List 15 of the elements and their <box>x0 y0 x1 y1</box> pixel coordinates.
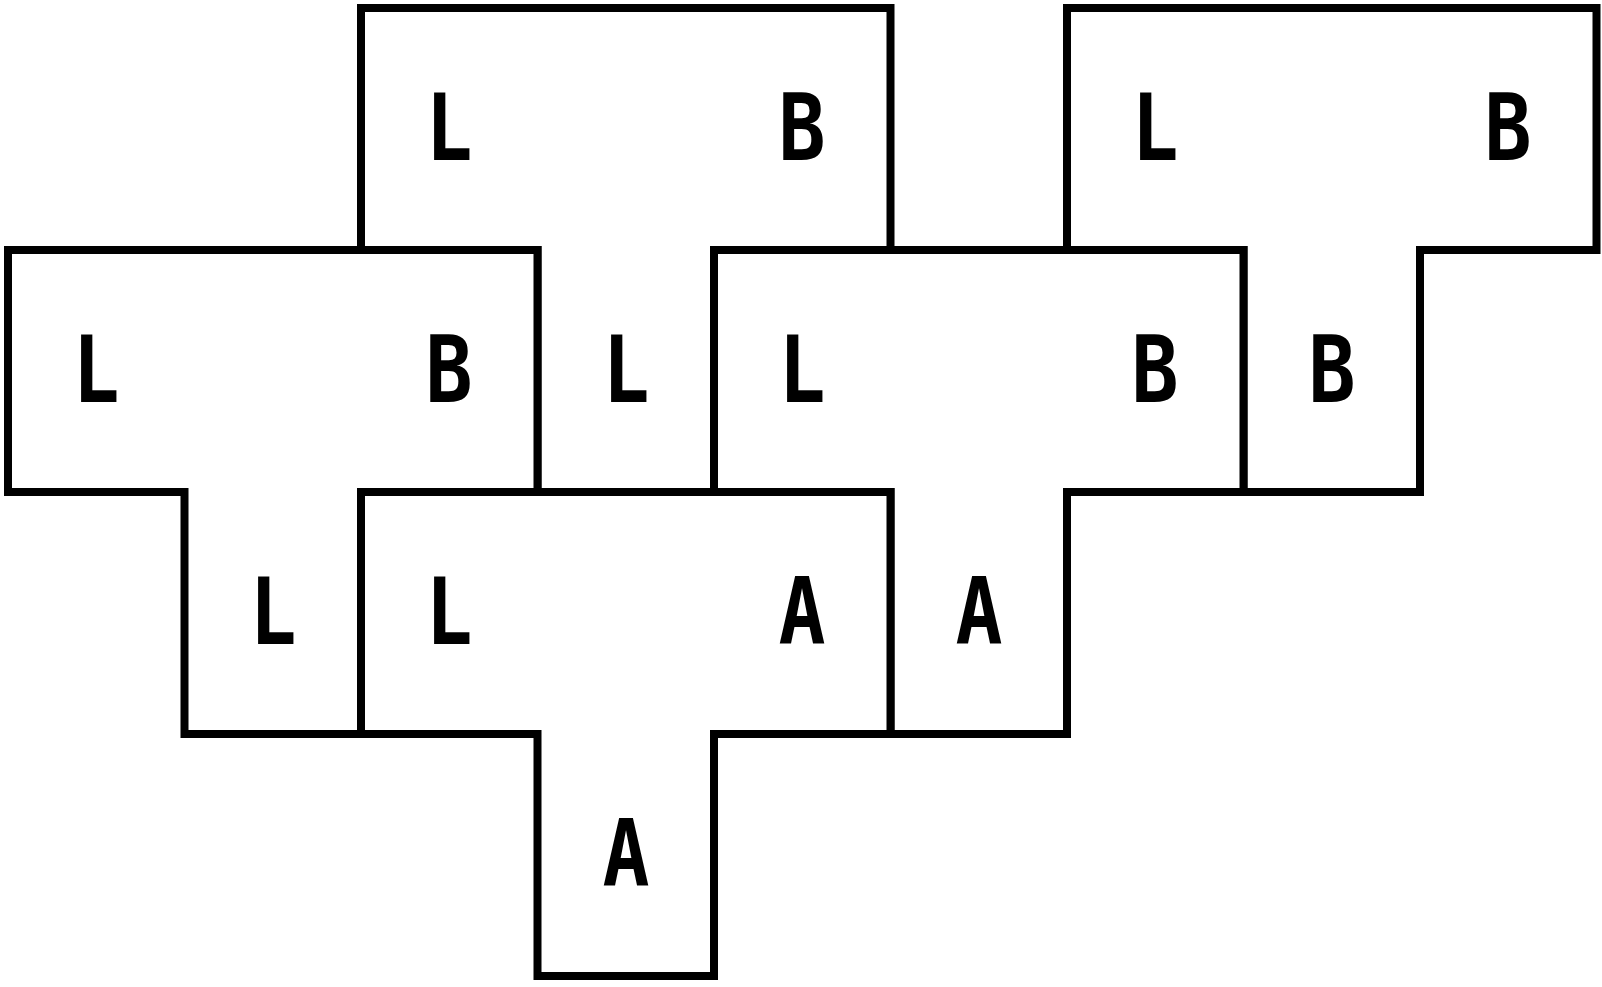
cell-letter: B <box>778 83 826 175</box>
cell-letter: L <box>1131 83 1179 175</box>
cell-letter: L <box>425 567 473 659</box>
cell-letter: L <box>602 325 650 417</box>
cell-letter: A <box>955 567 1003 659</box>
cell-letter: B <box>1308 325 1356 417</box>
cell-letter: L <box>425 83 473 175</box>
cell-letter: B <box>1484 83 1532 175</box>
cell-letter: L <box>249 567 297 659</box>
cell-letter: A <box>602 809 650 901</box>
cell-letter: B <box>1131 325 1179 417</box>
cell-letter: B <box>425 325 473 417</box>
cell-letter: A <box>778 567 826 659</box>
cell-letter: L <box>72 325 120 417</box>
cell-letter: L <box>778 325 826 417</box>
